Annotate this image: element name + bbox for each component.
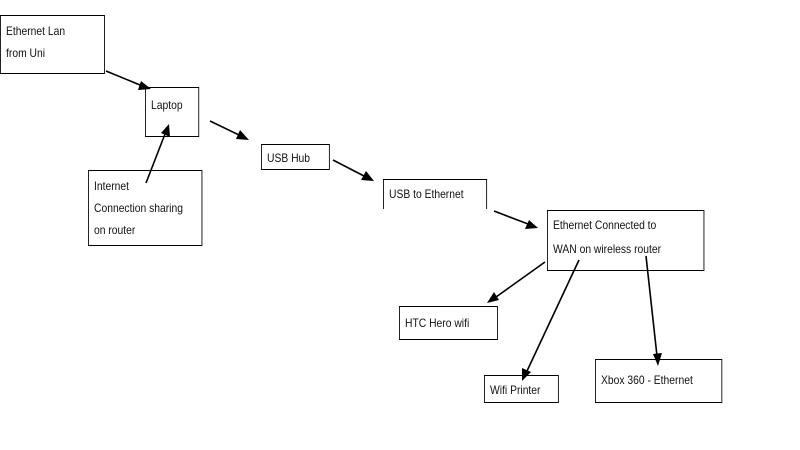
node-usb-hub-label: USB Hub bbox=[267, 151, 311, 165]
node-htc-hero: HTC Hero wifi bbox=[399, 306, 498, 340]
node-ethernet-lan: Ethernet Lan from Uni bbox=[0, 15, 105, 74]
node-laptop-label: Laptop bbox=[151, 98, 183, 112]
node-htc-label: HTC Hero wifi bbox=[405, 316, 470, 330]
node-ethernet-lan-line1: Ethernet Lan bbox=[6, 24, 66, 38]
edge-router-to-htc bbox=[487, 261, 546, 303]
node-router-line2: WAN on wireless router bbox=[553, 242, 662, 256]
node-router-line1: Ethernet Connected to bbox=[553, 218, 657, 232]
node-usb-to-ethernet: USB to Ethernet bbox=[383, 179, 488, 209]
node-usb-to-ethernet-label: USB to Ethernet bbox=[389, 187, 464, 201]
node-ics-line2: Connection sharing bbox=[94, 201, 183, 215]
edge-laptop-to-usb-hub bbox=[209, 120, 249, 140]
node-ics-line1: Internet bbox=[94, 179, 130, 193]
node-internet-connection-sharing: Internet Connection sharing on router bbox=[88, 170, 203, 246]
edge-usb-hub-to-usb-to-ethernet bbox=[332, 159, 374, 181]
node-xbox-label: Xbox 360 - Ethernet bbox=[601, 373, 693, 387]
edge-router-to-printer bbox=[522, 259, 580, 381]
node-xbox-360: Xbox 360 - Ethernet bbox=[595, 359, 723, 403]
node-wireless-router: Ethernet Connected to WAN on wireless ro… bbox=[547, 210, 705, 271]
edge-router-to-xbox bbox=[645, 255, 662, 366]
edge-usb-to-ethernet-to-router bbox=[493, 210, 538, 229]
node-ethernet-lan-line2: from Uni bbox=[6, 46, 46, 60]
node-wifi-printer: Wifi Printer bbox=[484, 375, 559, 403]
node-laptop: Laptop bbox=[145, 87, 200, 137]
node-usb-hub: USB Hub bbox=[261, 144, 330, 170]
node-ics-line3: on router bbox=[94, 223, 136, 237]
node-printer-label: Wifi Printer bbox=[490, 383, 541, 397]
